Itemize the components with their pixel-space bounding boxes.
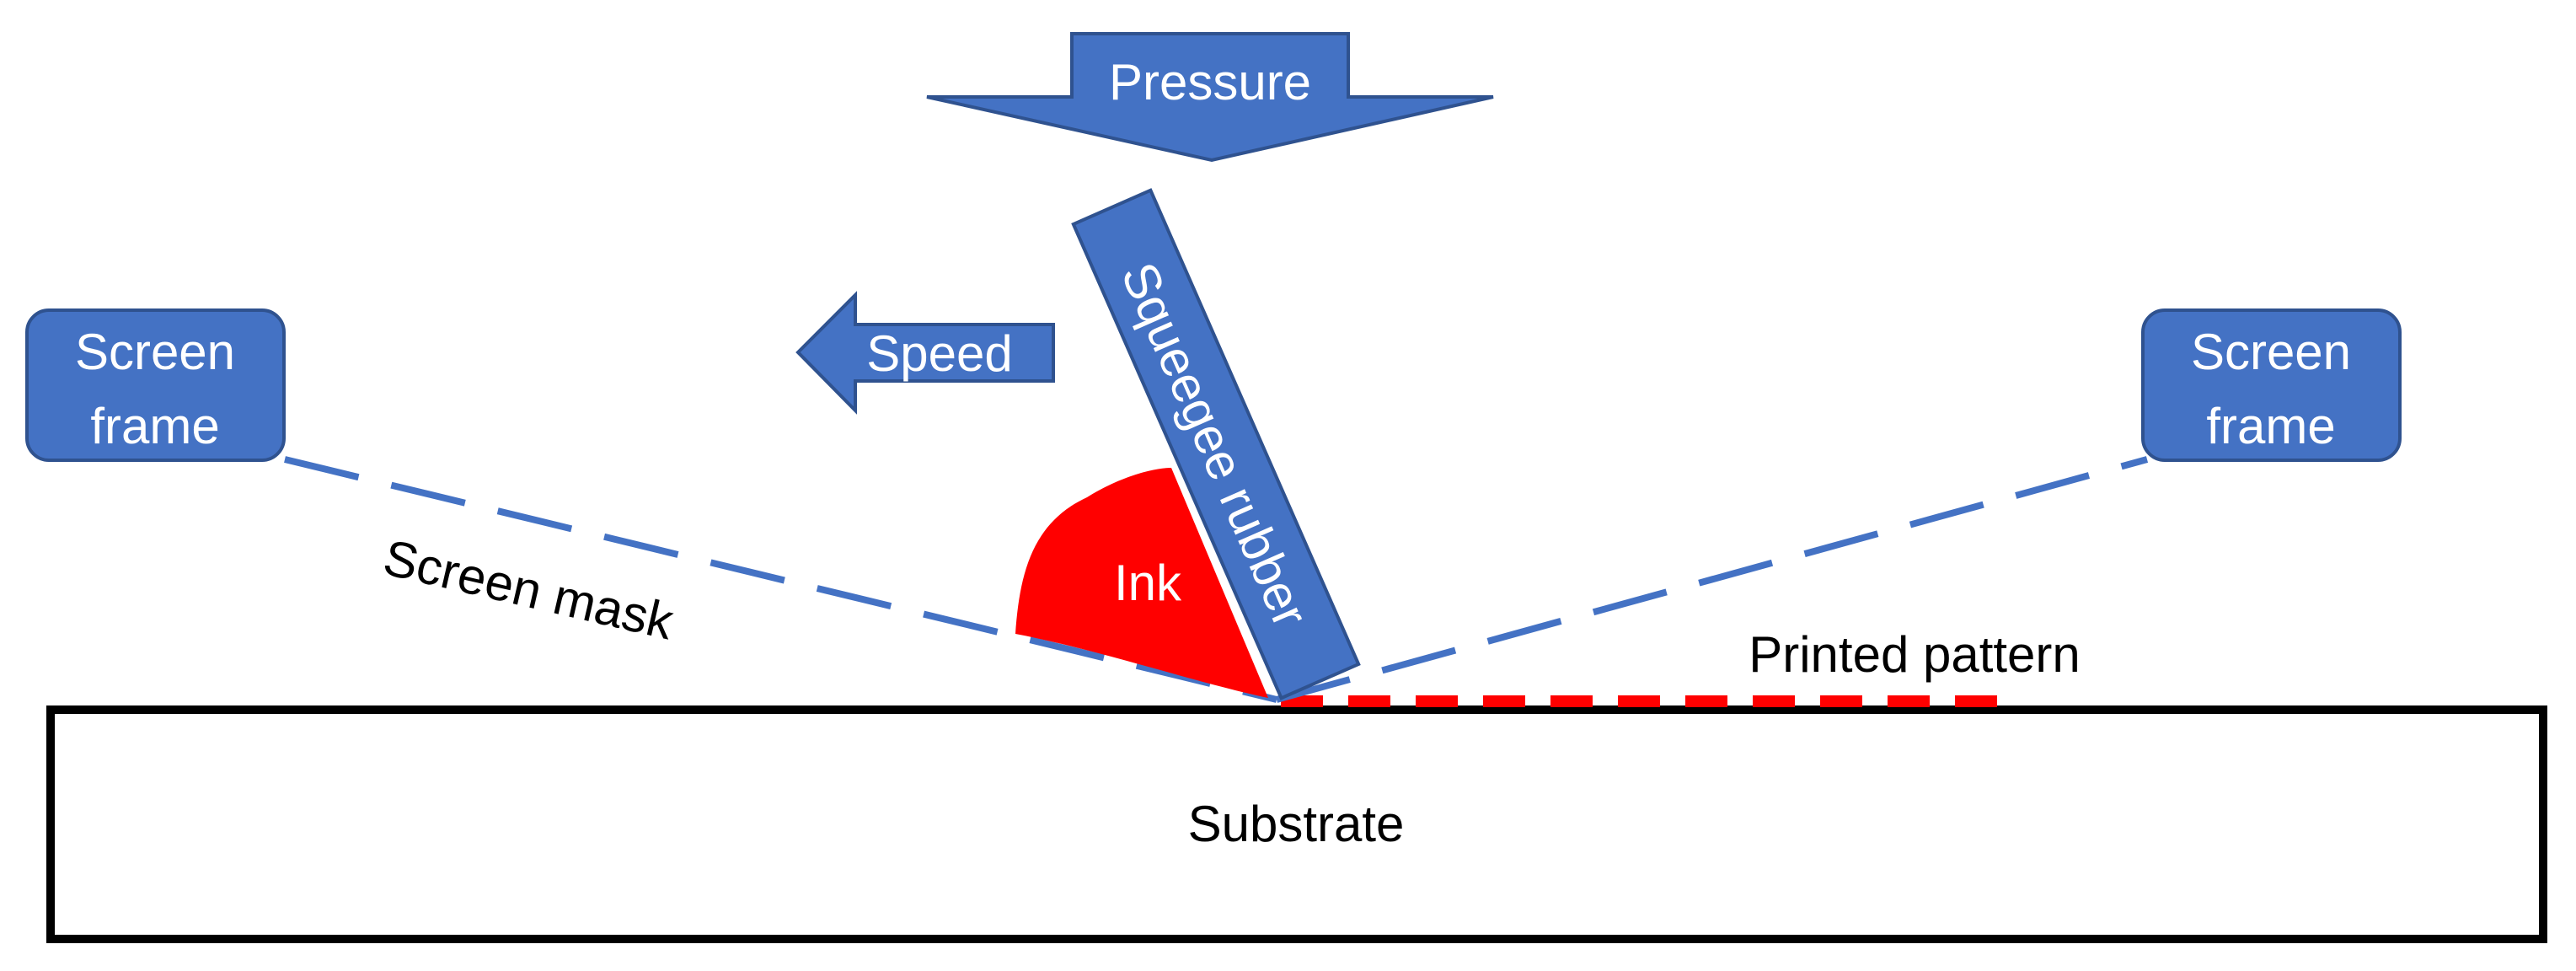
screen-frame-right-box [2141,308,2402,462]
screen-frame-left: Screen frame [25,308,286,462]
screen-frame-right: Screen frame [2141,308,2402,462]
speed-arrow: Speed [795,291,1055,415]
speed-label: Speed [866,325,1013,382]
substrate: Substrate [46,705,2547,943]
ink-blob [1015,468,1268,698]
squeegee-body [1071,188,1361,700]
substrate-label: Substrate [1188,796,1405,852]
screen-mask-left-line [284,456,1277,703]
speed-arrow-shape [795,291,1055,415]
substrate-box [46,705,2547,943]
printed-pattern-label: Printed pattern [1749,626,2081,683]
screen-frame-left-line1: Screen [75,324,235,380]
screen-frame-left-box [25,308,286,462]
screen-frame-right-line2: frame [2206,398,2335,454]
pressure-label: Pressure [1109,54,1311,110]
screen-frame-left-line2: frame [90,398,219,454]
screen-frame-right-line1: Screen [2191,324,2351,380]
screen-mask-right-line [1275,456,2149,703]
ink-label: Ink [1114,555,1182,611]
pressure-arrow: Pressure [926,32,1494,163]
pressure-arrow-shape [926,32,1494,163]
